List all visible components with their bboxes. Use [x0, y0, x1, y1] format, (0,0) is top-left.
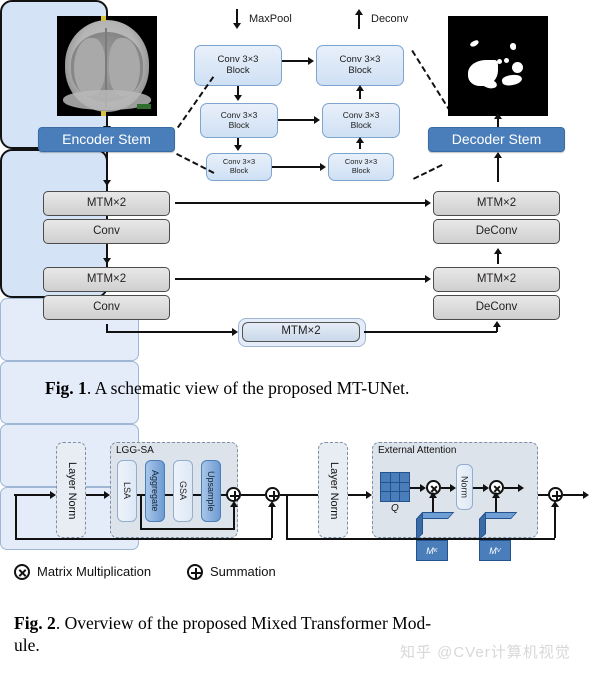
- encoder-stage-2-conv[interactable]: Conv: [43, 295, 170, 320]
- conv-block-2-line1: Conv 3×3: [220, 109, 258, 120]
- layer-norm-2-box[interactable]: Layer Norm: [318, 442, 348, 538]
- mk-label: M: [426, 545, 434, 556]
- conv-block-5-line2: Block: [350, 119, 372, 130]
- mv-label: M: [489, 545, 497, 556]
- upsample-label: Upsample: [206, 470, 216, 512]
- encoder-stage-2: [0, 361, 139, 424]
- encoder-stage-1-conv[interactable]: Conv: [43, 219, 170, 244]
- conv-block-1-line1: Conv 3×3: [217, 53, 259, 65]
- figure-2-caption-line2: ule.: [14, 634, 40, 655]
- conv-block-1-line2: Block: [226, 64, 250, 76]
- norm-block[interactable]: Norm: [456, 464, 473, 510]
- mk-sub: K: [433, 547, 438, 554]
- encoder-stage-2-mtm[interactable]: MTM×2: [43, 267, 170, 292]
- maxpool-arrow-shaft: [236, 9, 238, 25]
- encoder-conv-block-1[interactable]: Conv 3×3 Block: [194, 45, 282, 86]
- residual-summation-op-2: [548, 487, 563, 502]
- decoder-stage-2-mtm[interactable]: MTM×2: [433, 267, 560, 292]
- conv-block-4-line1: Conv 3×3: [339, 53, 381, 65]
- legend-matrix-multiplication-label: Matrix Multiplication: [37, 564, 152, 579]
- residual-summation-op-1: [265, 487, 280, 502]
- encoder-stage-2-mtm-label: MTM×2: [86, 272, 127, 285]
- figure-1-caption-text: . A schematic view of the proposed MT-UN…: [86, 378, 410, 398]
- lgg-sa-summation-op: [226, 487, 241, 502]
- norm-label: Norm: [459, 476, 470, 498]
- q-matrix-grid: [380, 472, 410, 502]
- lgg-sa-lsa-block[interactable]: LSA: [117, 460, 137, 522]
- mv-sub: V: [496, 547, 501, 554]
- encoder-stem-block[interactable]: Encoder Stem: [38, 127, 175, 152]
- ct-scan-input: [57, 16, 157, 116]
- decoder-conv-block-1[interactable]: Conv 3×3 Block: [316, 45, 404, 86]
- figure-2: Layer Norm LGG-SA LSA Aggregate GSA Upsa…: [0, 432, 600, 561]
- watermark: 知乎 @CVer计算机视觉: [400, 644, 571, 661]
- encoder-stage-2-conv-label: Conv: [93, 300, 120, 313]
- decoder-stage-2-mtm-label: MTM×2: [476, 272, 517, 285]
- conv-block-6-line2: Block: [351, 166, 371, 175]
- figure-1-caption-prefix: Fig. 1: [45, 378, 87, 398]
- conv-block-5-line1: Conv 3×3: [342, 109, 380, 120]
- decoder-conv-block-3[interactable]: Conv 3×3 Block: [328, 153, 394, 181]
- deconv-arrow-shaft: [358, 13, 360, 29]
- maxpool-label: MaxPool: [249, 13, 292, 25]
- lgg-sa-gsa-block[interactable]: GSA: [173, 460, 193, 522]
- lgg-sa-aggregate-block[interactable]: Aggregate: [145, 460, 165, 522]
- segmentation-mask-output: [448, 16, 548, 116]
- decoder-stem-label: Decoder Stem: [451, 131, 542, 148]
- encoder-stage-1-mtm[interactable]: MTM×2: [43, 191, 170, 216]
- decoder-stage-1-mtm-label: MTM×2: [476, 196, 517, 209]
- lgg-sa-title: LGG-SA: [116, 445, 154, 456]
- callout-guide-decoder-bottom: [413, 163, 443, 180]
- circle-plus-icon: [187, 564, 203, 580]
- legend: Matrix Multiplication Summation: [14, 562, 414, 584]
- circle-times-icon: [14, 564, 30, 580]
- external-attention-title: External Attention: [378, 445, 457, 456]
- decoder-stage-2-deconv-label: DeConv: [475, 300, 518, 313]
- encoder-conv-block-3[interactable]: Conv 3×3 Block: [206, 153, 272, 181]
- encoder-stage-1-mtm-label: MTM×2: [86, 196, 127, 209]
- conv-block-6-line1: Conv 3×3: [344, 157, 378, 167]
- encoder-stem-label: Encoder Stem: [62, 131, 151, 148]
- decoder-stage-1-deconv[interactable]: DeConv: [433, 219, 560, 244]
- figure-2-caption: Fig. 2. Overview of the proposed Mixed T…: [14, 613, 589, 657]
- decoder-stage-2-deconv[interactable]: DeConv: [433, 295, 560, 320]
- bottleneck-mtm-label: MTM×2: [281, 324, 321, 337]
- figure-2-caption-prefix: Fig. 2: [14, 613, 56, 633]
- callout-guide-decoder-top: [411, 50, 452, 113]
- figure-1-caption: Fig. 1. A schematic view of the proposed…: [45, 378, 565, 400]
- lgg-sa-upsample-block[interactable]: Upsample: [201, 460, 221, 522]
- decoder-conv-block-2[interactable]: Conv 3×3 Block: [322, 103, 400, 138]
- conv-block-3-line1: Conv 3×3: [222, 157, 256, 167]
- legend-summation-label: Summation: [210, 564, 276, 579]
- deconv-arrow-head: [354, 9, 363, 15]
- decoder-stage-1-mtm[interactable]: MTM×2: [433, 191, 560, 216]
- conv-block-3-line2: Block: [229, 166, 249, 175]
- q-matrix-label: Q: [391, 503, 399, 514]
- conv-block-2-line2: Block: [228, 119, 250, 130]
- deconv-label: Deconv: [371, 13, 409, 25]
- maxpool-arrow-head: [232, 23, 241, 29]
- conv-block-4-line2: Block: [348, 64, 372, 76]
- lsa-label: LSA: [122, 482, 132, 500]
- aggregate-label: Aggregate: [150, 470, 160, 512]
- skip-connection-2: [175, 278, 427, 280]
- layer-norm-2-label: Layer Norm: [328, 462, 340, 520]
- figure-1: Encoder Stem MaxPool Deconv Conv 3×3 Blo…: [0, 0, 565, 550]
- decoder-stem-block[interactable]: Decoder Stem: [428, 127, 565, 152]
- layer-norm-1-box[interactable]: Layer Norm: [56, 442, 86, 538]
- decoder-stage-1-deconv-label: DeConv: [475, 224, 518, 237]
- layer-norm-1-label: Layer Norm: [66, 462, 78, 520]
- encoder-stage-1-conv-label: Conv: [93, 224, 120, 237]
- bottleneck-mtm[interactable]: MTM×2: [242, 321, 360, 342]
- gsa-label: GSA: [178, 481, 188, 501]
- skip-connection-1: [175, 202, 427, 204]
- encoder-conv-block-2[interactable]: Conv 3×3 Block: [200, 103, 278, 138]
- figure-2-caption-text: . Overview of the proposed Mixed Transfo…: [55, 613, 432, 633]
